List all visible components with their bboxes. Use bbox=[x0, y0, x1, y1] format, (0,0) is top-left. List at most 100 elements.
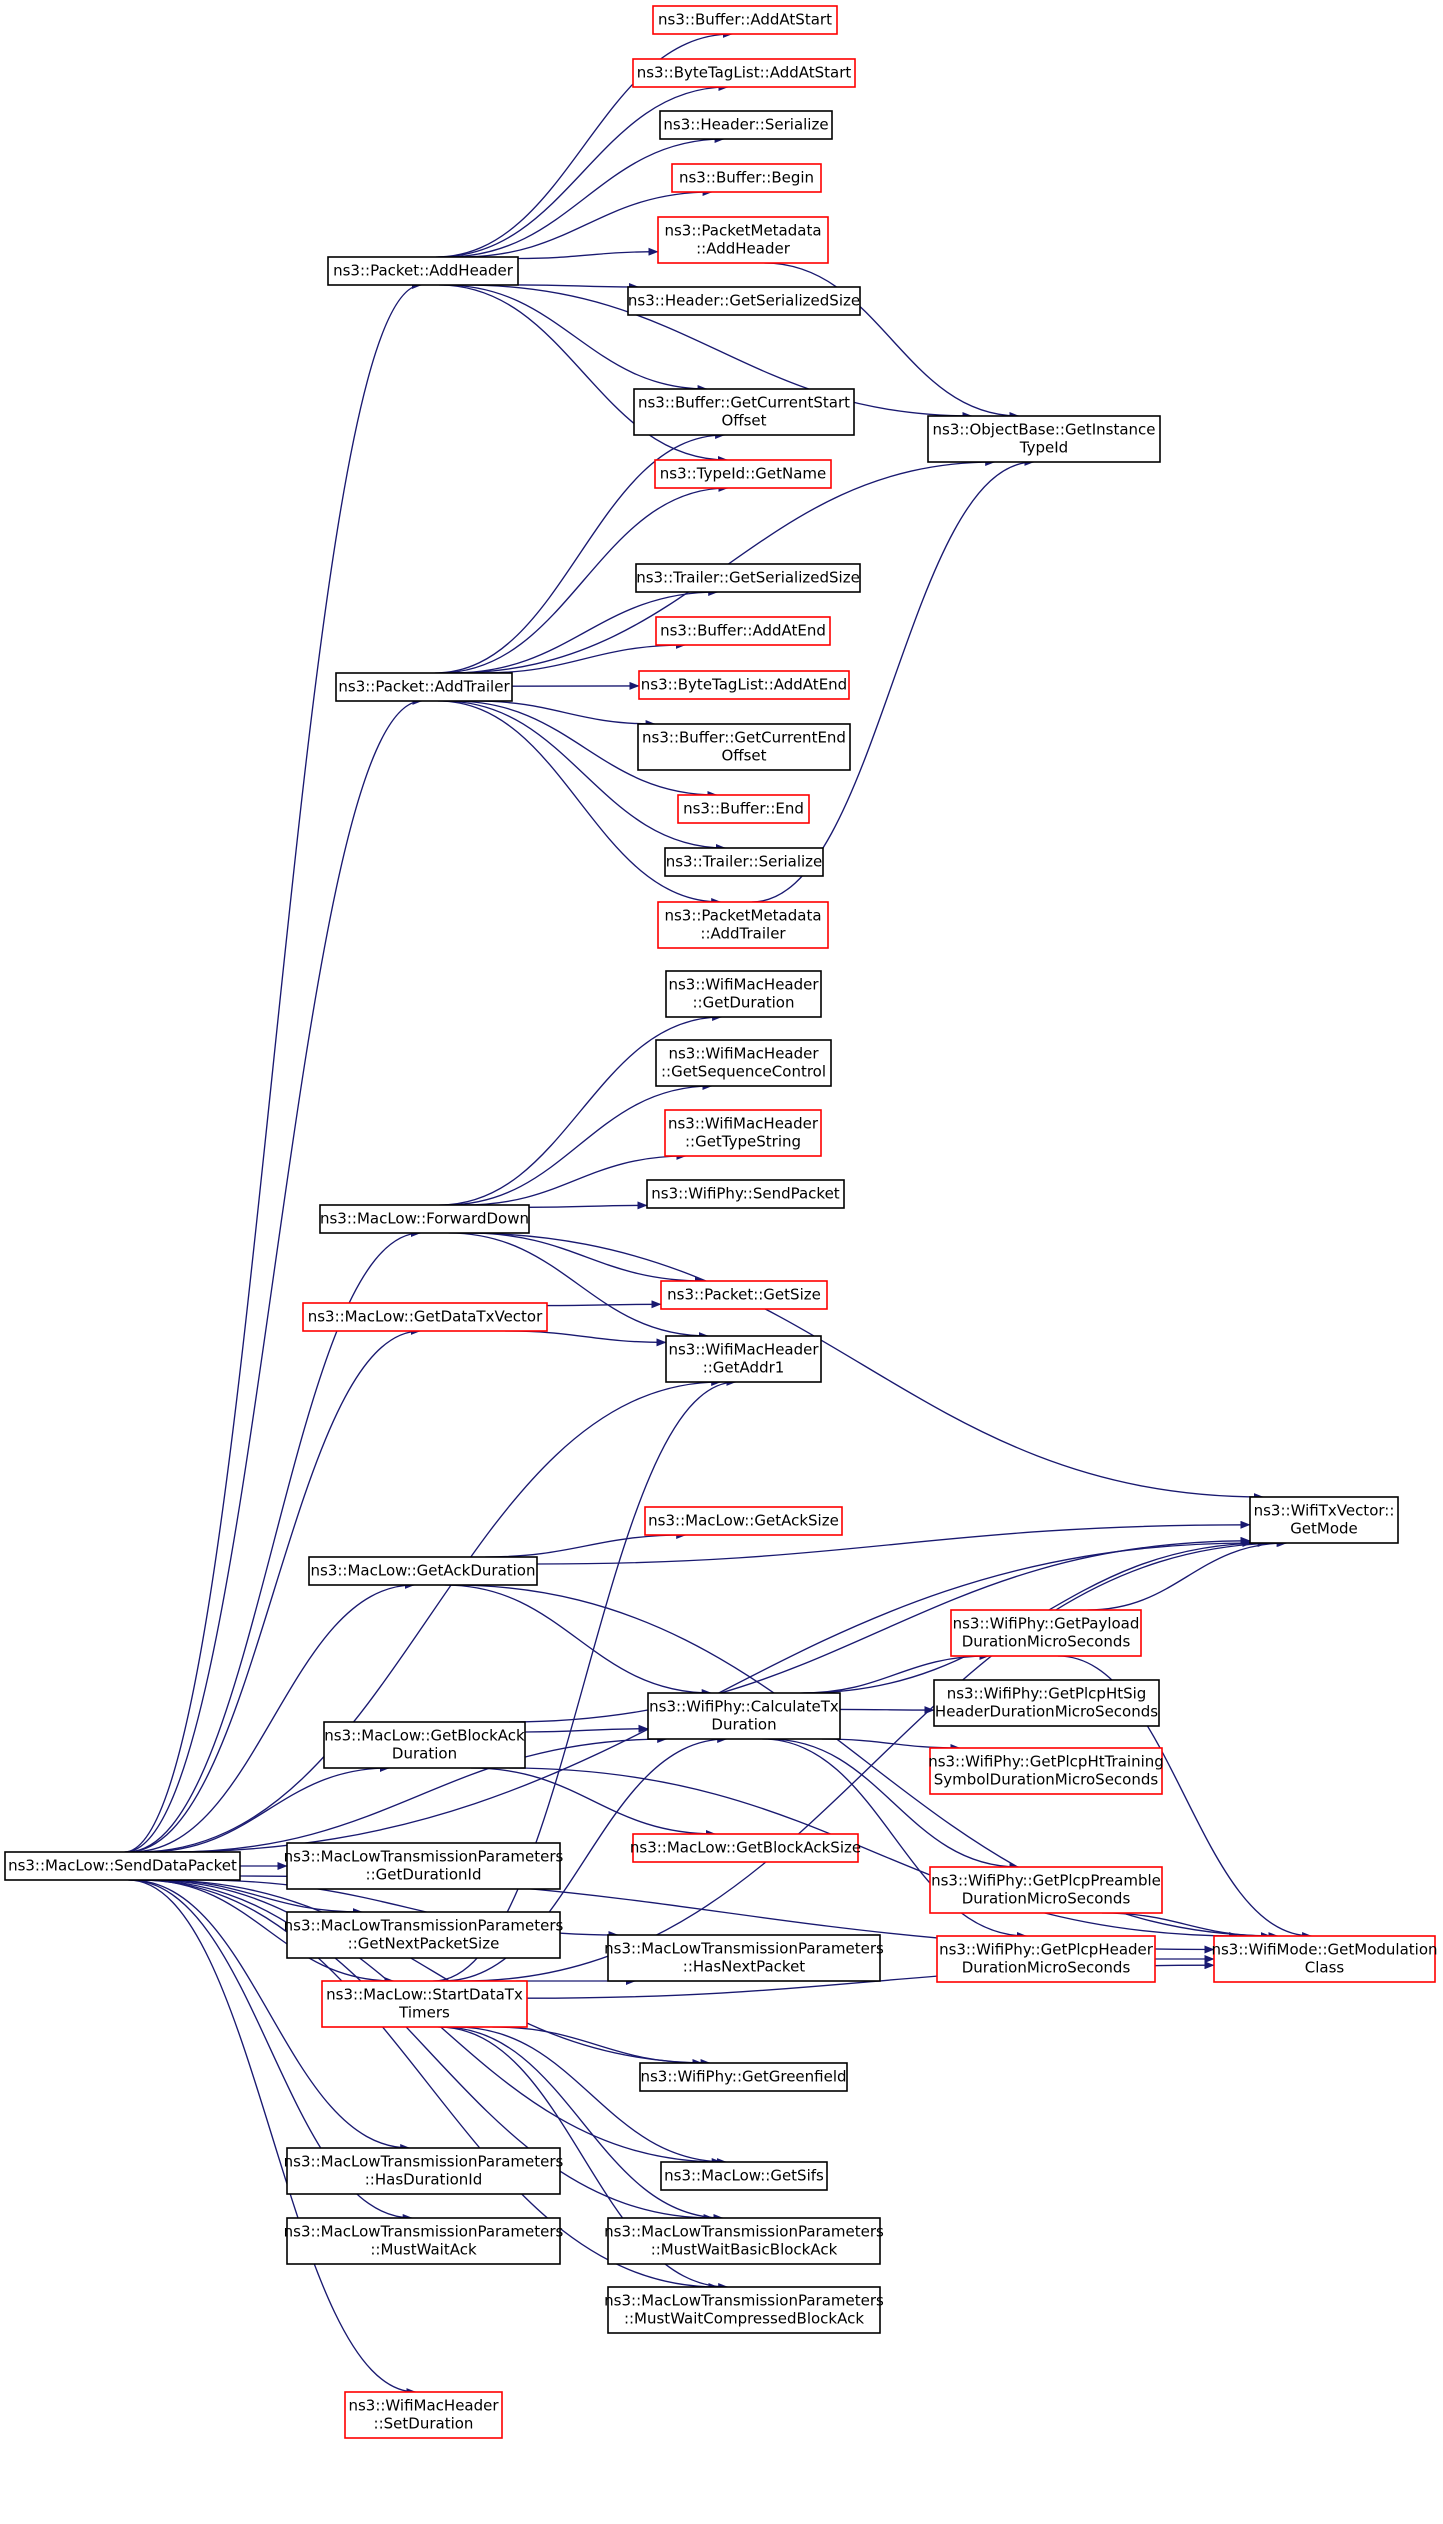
node-n36[interactable]: ns3::MacLowTransmissionParameters::GetDu… bbox=[284, 1842, 564, 1890]
node-label: ns3::MacLow::ForwardDown bbox=[320, 1210, 529, 1228]
node-box bbox=[335, 672, 513, 702]
node-n22[interactable]: ns3::WifiPhy::SendPacket bbox=[646, 1179, 845, 1209]
node-label: ns3::WifiMode::GetModulation bbox=[1211, 1941, 1437, 1959]
node-n35[interactable]: ns3::MacLow::GetBlockAckSize bbox=[630, 1833, 861, 1863]
node-n34[interactable]: ns3::WifiPhy::GetPlcpHtTrainingSymbolDur… bbox=[928, 1747, 1164, 1795]
node-n48[interactable]: ns3::MacLowTransmissionParameters::MustW… bbox=[604, 2286, 884, 2334]
node-n47[interactable]: ns3::MacLowTransmissionParameters::MustW… bbox=[604, 2217, 884, 2265]
node-n18[interactable]: ns3::PacketMetadata::AddTrailer bbox=[657, 901, 829, 949]
edge-n23-to-n24 bbox=[468, 1232, 705, 1285]
edge-n0-to-n46 bbox=[128, 1879, 413, 2222]
node-label: ns3::Trailer::Serialize bbox=[666, 853, 823, 871]
edge-n1-to-n4 bbox=[445, 135, 725, 258]
edge-n12-to-n16 bbox=[453, 700, 718, 799]
node-box bbox=[657, 216, 829, 264]
node-box bbox=[671, 163, 822, 193]
node-n24[interactable]: ns3::Packet::GetSize bbox=[660, 1280, 828, 1310]
node-n6[interactable]: ns3::PacketMetadata::AddHeader bbox=[657, 216, 829, 264]
node-n5[interactable]: ns3::Buffer::Begin bbox=[671, 163, 822, 193]
node-n25[interactable]: ns3::MacLow::GetDataTxVector bbox=[302, 1302, 548, 1332]
node-n45[interactable]: ns3::MacLow::GetSifs bbox=[660, 2161, 828, 2191]
node-n40[interactable]: ns3::WifiPhy::GetPlcpHeaderDurationMicro… bbox=[936, 1935, 1156, 1983]
node-n1[interactable]: ns3::Packet::AddHeader bbox=[327, 256, 519, 286]
node-label: ::GetNextPacketSize bbox=[348, 1935, 500, 1953]
node-box bbox=[308, 1556, 538, 1586]
node-box bbox=[635, 563, 861, 593]
node-n49[interactable]: ns3::WifiMacHeader::SetDuration bbox=[344, 2391, 503, 2439]
edge-n23-to-n21 bbox=[463, 1152, 687, 1206]
node-n31[interactable]: ns3::WifiPhy::GetPlcpHtSigHeaderDuration… bbox=[933, 1679, 1160, 1727]
node-n44[interactable]: ns3::MacLowTransmissionParameters::HasDu… bbox=[284, 2147, 564, 2195]
edge-n29-to-n27 bbox=[536, 1520, 1251, 1565]
node-box bbox=[927, 415, 1161, 463]
node-label: ::MustWaitBasicBlockAck bbox=[651, 2241, 838, 2259]
node-n19[interactable]: ns3::WifiMacHeader::GetDuration bbox=[665, 970, 822, 1018]
node-n27[interactable]: ns3::WifiTxVector::GetMode bbox=[1249, 1496, 1399, 1544]
node-n3[interactable]: ns3::ByteTagList::AddAtStart bbox=[632, 58, 856, 88]
node-n30[interactable]: ns3::WifiPhy::GetPayloadDurationMicroSec… bbox=[950, 1609, 1142, 1657]
node-box bbox=[607, 1934, 881, 1982]
node-n29[interactable]: ns3::MacLow::GetAckDuration bbox=[308, 1556, 538, 1586]
edge-n42-to-n47 bbox=[442, 2026, 724, 2222]
edge-n25-to-n24 bbox=[546, 1300, 662, 1309]
node-n28[interactable]: ns3::MacLow::GetAckSize bbox=[644, 1506, 843, 1536]
node-n38[interactable]: ns3::MacLowTransmissionParameters::GetNe… bbox=[284, 1911, 564, 1959]
node-label: ns3::Packet::AddHeader bbox=[333, 262, 514, 280]
node-label: ns3::Buffer::GetCurrentStart bbox=[638, 394, 850, 412]
node-n20[interactable]: ns3::WifiMacHeader::GetSequenceControl bbox=[655, 1039, 832, 1087]
node-label: DurationMicroSeconds bbox=[962, 1959, 1131, 1977]
node-n39[interactable]: ns3::MacLowTransmissionParameters::HasNe… bbox=[604, 1934, 884, 1982]
node-n43[interactable]: ns3::WifiPhy::GetGreenfield bbox=[639, 2062, 848, 2092]
node-n17[interactable]: ns3::Trailer::Serialize bbox=[664, 847, 824, 877]
edge-n12-to-n17 bbox=[443, 700, 726, 852]
edge-n23-to-n22 bbox=[528, 1201, 648, 1210]
edge-n1-to-n8 bbox=[443, 284, 708, 393]
node-label: ns3::TypeId::GetName bbox=[660, 465, 826, 483]
node-n37[interactable]: ns3::WifiPhy::GetPlcpPreambleDurationMic… bbox=[929, 1866, 1163, 1914]
node-n10[interactable]: ns3::TypeId::GetName bbox=[654, 459, 832, 489]
node-n7[interactable]: ns3::Header::GetSerializedSize bbox=[627, 286, 861, 316]
node-label: ::GetTypeString bbox=[685, 1133, 801, 1151]
node-label: ns3::MacLowTransmissionParameters bbox=[604, 2223, 884, 2241]
node-label: ns3::Trailer::GetSerializedSize bbox=[636, 569, 860, 587]
node-n12[interactable]: ns3::Packet::AddTrailer bbox=[335, 672, 513, 702]
node-label: ::AddHeader bbox=[696, 240, 791, 258]
node-n46[interactable]: ns3::MacLowTransmissionParameters::MustW… bbox=[284, 2217, 564, 2265]
node-label: HeaderDurationMicroSeconds bbox=[935, 1703, 1158, 1721]
node-n11[interactable]: ns3::Trailer::GetSerializedSize bbox=[635, 563, 861, 593]
node-label: ns3::MacLow::GetSifs bbox=[664, 2167, 824, 2185]
node-n13[interactable]: ns3::Buffer::AddAtEnd bbox=[655, 616, 831, 646]
edge-n23-to-n27 bbox=[462, 1232, 1264, 1501]
node-box bbox=[659, 110, 833, 140]
node-box bbox=[327, 256, 519, 286]
node-box bbox=[929, 1747, 1163, 1795]
node-n2[interactable]: ns3::Buffer::AddAtStart bbox=[652, 5, 838, 35]
node-box bbox=[654, 459, 832, 489]
node-n16[interactable]: ns3::Buffer::End bbox=[677, 794, 810, 824]
node-n21[interactable]: ns3::WifiMacHeader::GetTypeString bbox=[664, 1109, 822, 1157]
node-box bbox=[637, 723, 851, 771]
node-label: ns3::MacLowTransmissionParameters bbox=[604, 1940, 884, 1958]
node-n23[interactable]: ns3::MacLow::ForwardDown bbox=[319, 1204, 530, 1234]
node-n4[interactable]: ns3::Header::Serialize bbox=[659, 110, 833, 140]
node-label: SymbolDurationMicroSeconds bbox=[934, 1771, 1159, 1789]
node-label: ns3::WifiMacHeader bbox=[668, 1341, 819, 1359]
edge-n0-to-n25 bbox=[127, 1327, 421, 1853]
node-n14[interactable]: ns3::ByteTagList::AddAtEnd bbox=[638, 670, 850, 700]
node-box bbox=[321, 1980, 528, 2028]
edge-layer bbox=[124, 30, 1313, 2396]
node-label: ::GetSequenceControl bbox=[661, 1063, 826, 1081]
node-label: ns3::PacketMetadata bbox=[664, 222, 821, 240]
node-n26[interactable]: ns3::WifiMacHeader::GetAddr1 bbox=[665, 1335, 822, 1383]
edge-n33-to-n40 bbox=[762, 1738, 1027, 1940]
edge-n6-to-n9 bbox=[764, 262, 1020, 420]
node-box bbox=[286, 2217, 561, 2265]
